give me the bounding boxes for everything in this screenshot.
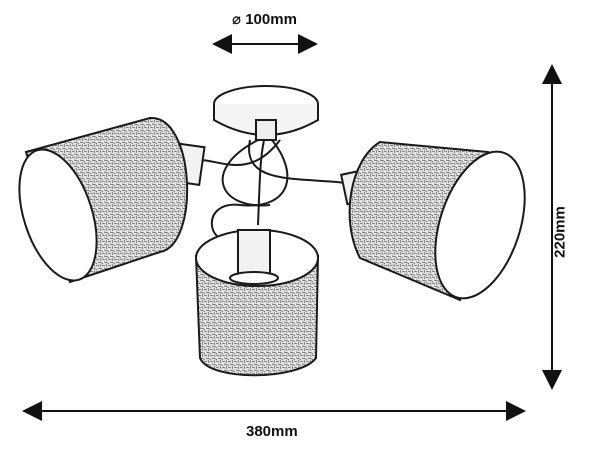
front-lamp-shade (194, 229, 320, 377)
lamp-arms (199, 139, 361, 243)
height-label: 220mm (551, 206, 569, 258)
width-label: 380mm (246, 423, 298, 440)
right-lamp-shade (339, 140, 526, 302)
left-lamp-shade (18, 116, 206, 284)
diameter-label: ⌀ 100mm (232, 11, 297, 28)
ceiling-canopy (213, 85, 319, 141)
